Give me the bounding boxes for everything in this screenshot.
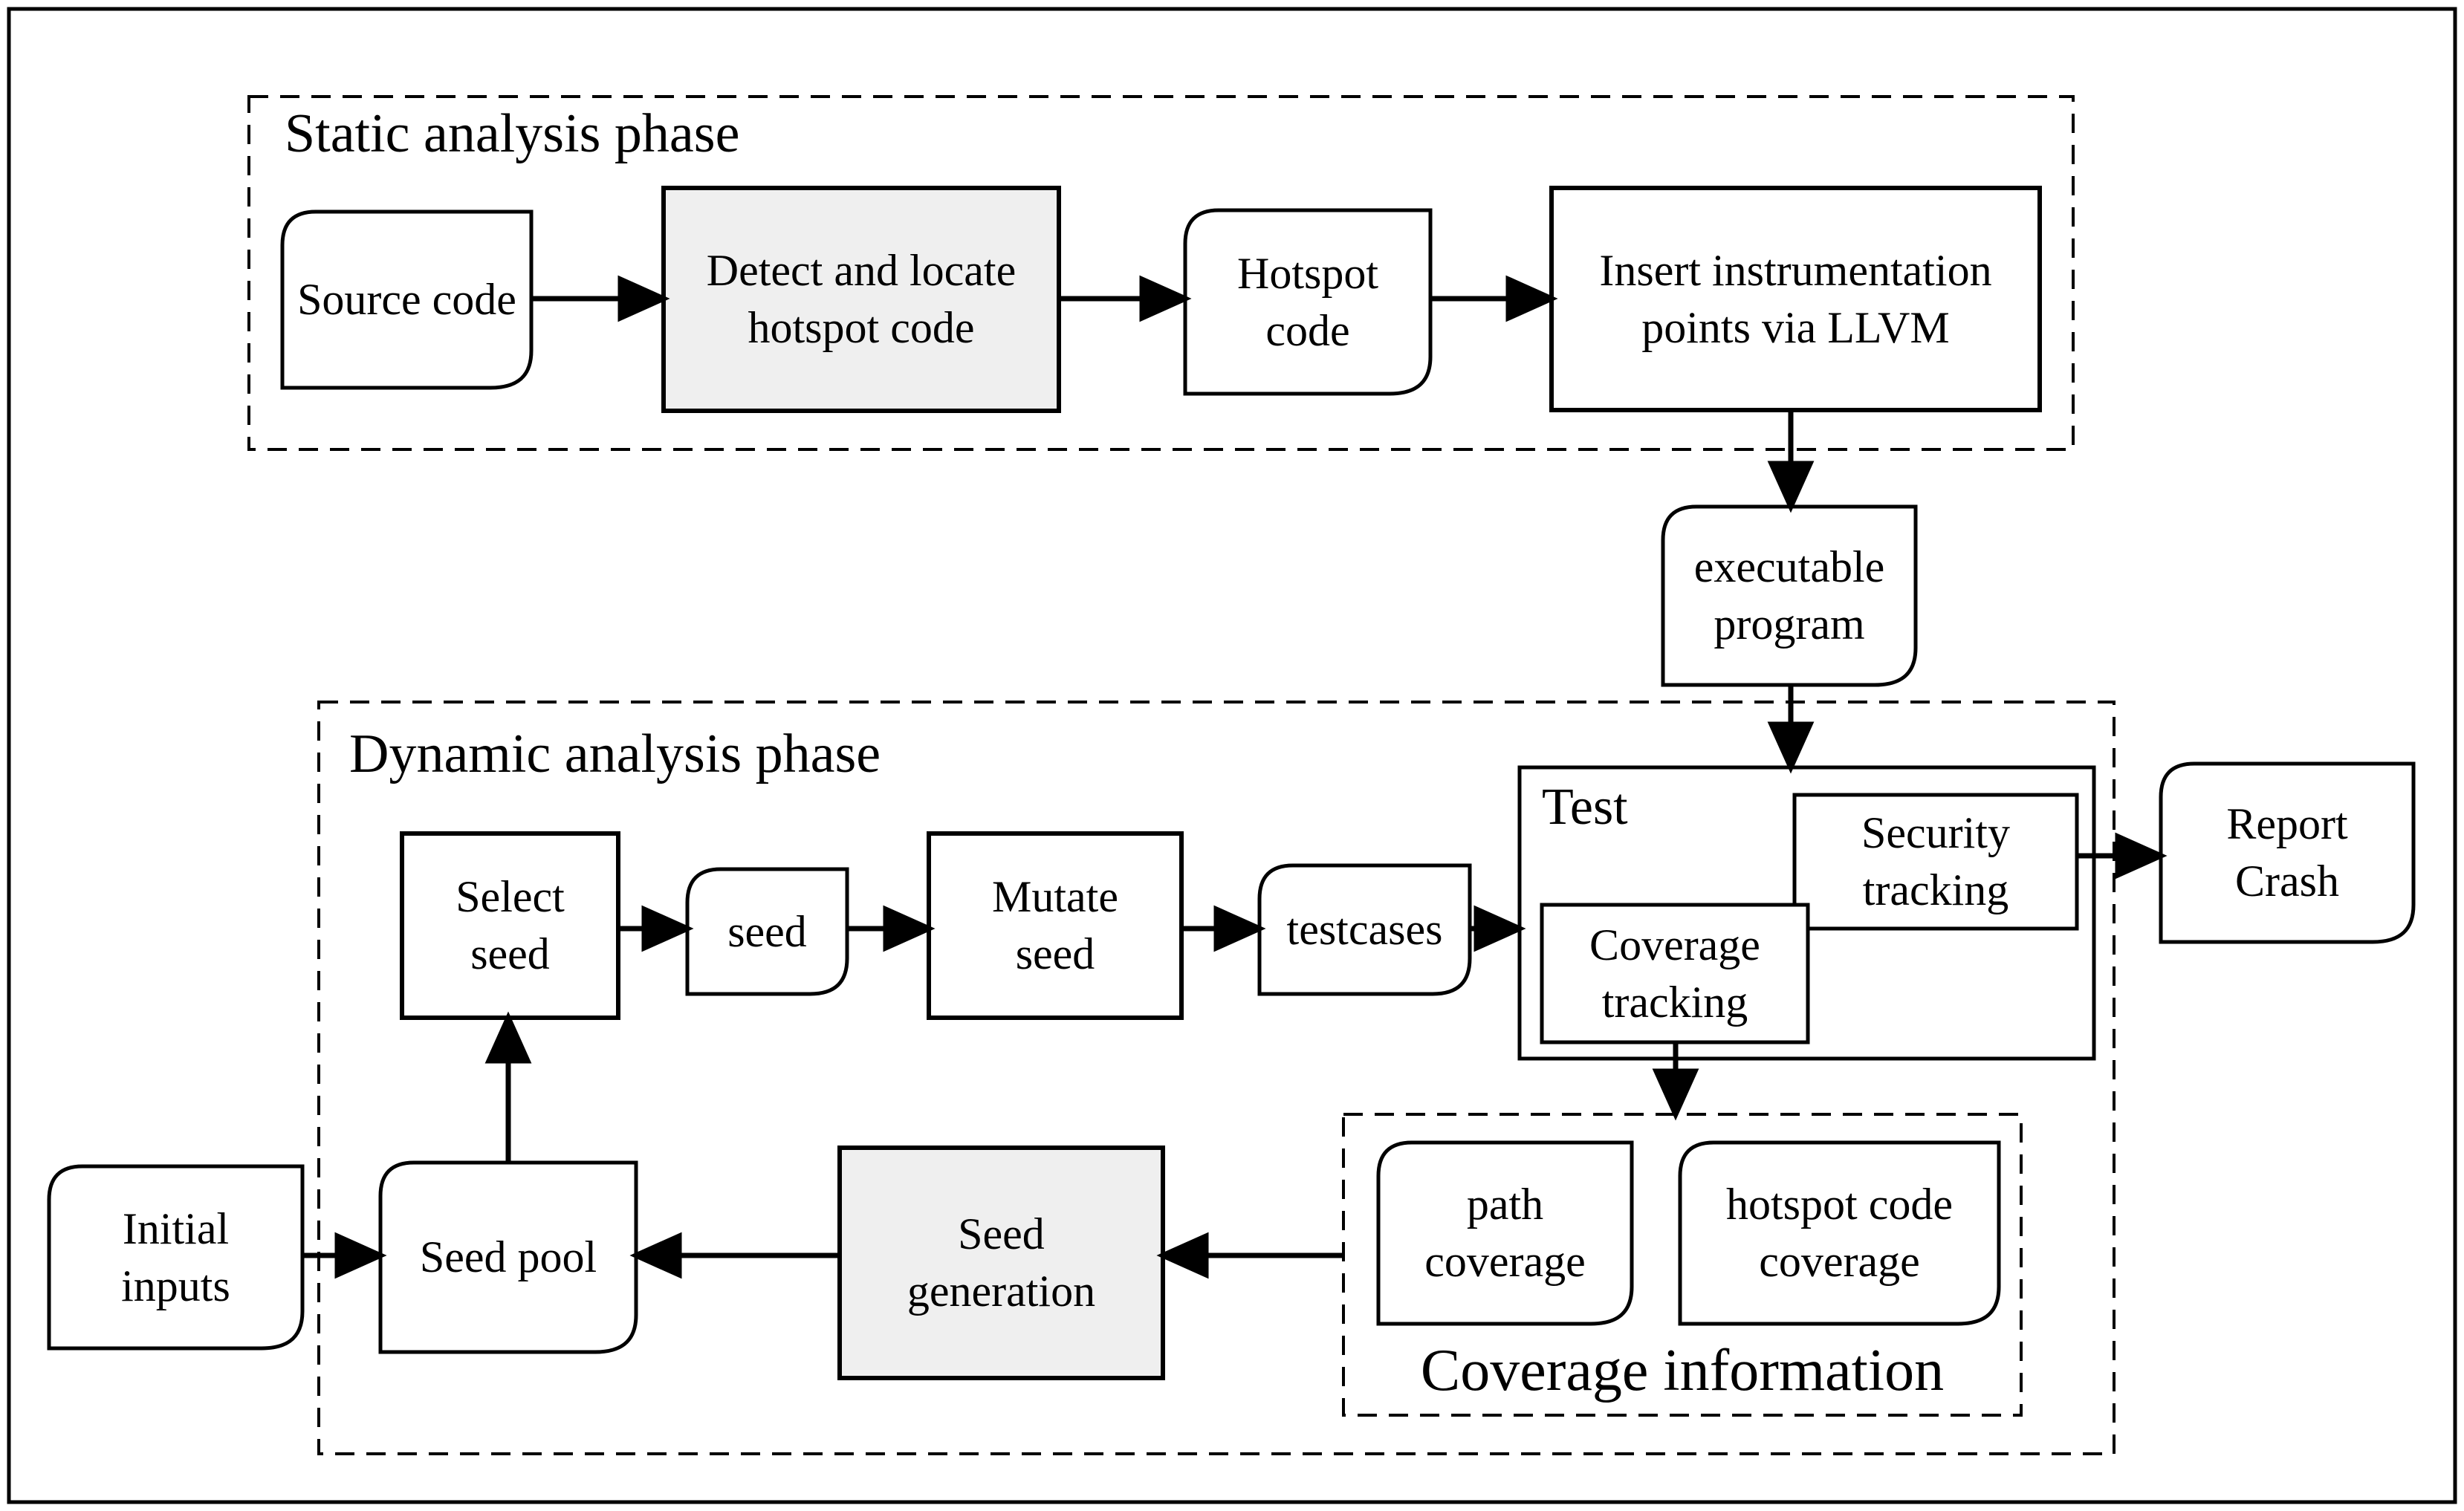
outer-frame: [7, 7, 2457, 1504]
arrowhead-detect-to-hotspot: [1139, 275, 1192, 322]
seed-node: [685, 867, 849, 996]
arrowhead-covinfo-to-seedgen: [1156, 1232, 1209, 1279]
hotspot-code-coverage-node: [1678, 1140, 2001, 1326]
detect-hotspot-node: [661, 186, 1061, 413]
report-crash-node: [2159, 761, 2416, 944]
arrowhead-initial-to-seedpool: [334, 1232, 387, 1279]
static-phase-container: [247, 95, 2075, 451]
arrowhead-insert-to-executable: [1767, 461, 1815, 513]
insert-instrumentation-node: [1549, 186, 2042, 412]
hotspot-code-node: [1183, 208, 1433, 396]
security-tracking-node: [1792, 793, 2079, 931]
arrowhead-mutate-to-testcases: [1213, 905, 1266, 952]
arrowhead-seed-to-mutate: [883, 905, 936, 952]
coverage-tracking-node: [1540, 903, 1810, 1044]
mutate-seed-node: [927, 831, 1184, 1020]
select-seed-node: [400, 831, 620, 1020]
arrowhead-select-to-seed: [641, 905, 694, 952]
arrowhead-covtracking-to-covinfo: [1652, 1068, 1699, 1121]
source-code-node: [280, 209, 534, 390]
arrowhead-hotspot-to-insert: [1505, 275, 1558, 322]
seed-pool-node: [378, 1160, 638, 1354]
arrowhead-executable-to-test: [1767, 721, 1815, 774]
path-coverage-node: [1376, 1140, 1634, 1326]
executable-program-node: [1661, 504, 1918, 687]
testcases-node: [1257, 863, 1472, 996]
arrowhead-security-to-report: [2115, 832, 2168, 880]
dynamic-phase-container: [317, 701, 2116, 1455]
arrowhead-seedgen-to-seedpool: [629, 1232, 682, 1279]
arrowhead-source-to-detect: [617, 275, 670, 322]
initial-inputs-node: [47, 1164, 305, 1351]
seed-generation-node: [837, 1146, 1165, 1380]
arrowhead-seedpool-to-select: [484, 1011, 532, 1064]
coverage-information-container: [1342, 1113, 2023, 1417]
arrows: [302, 275, 2168, 1279]
arrowhead-testcases-to-test: [1473, 905, 1526, 952]
